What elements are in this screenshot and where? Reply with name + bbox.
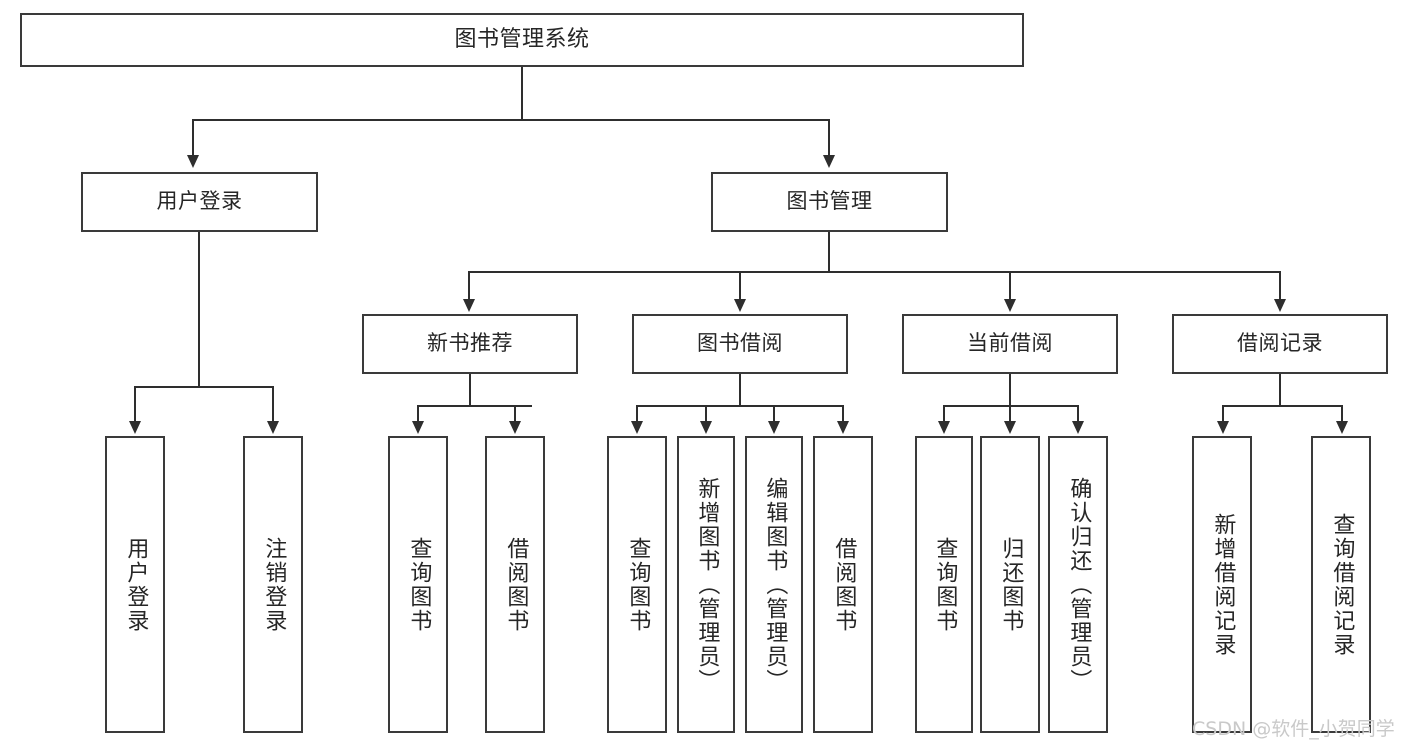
edge-current-borrow-to-leaf-1 [943,405,945,423]
edge-user-login-bus [134,386,272,388]
arrow-book-borrow-to-leaf-1 [631,421,643,434]
edge-book-manage-to-borrow-record [1279,271,1281,301]
edge-borrow-record-bus [1222,405,1342,407]
node-book-borrow[interactable]: 图书借阅 [632,314,848,374]
arrow-book-borrow-to-leaf-2 [700,421,712,434]
edge-book-borrow-to-leaf-3 [773,405,775,423]
node-leaf-add-record-label: 新增借阅记录 [1210,512,1236,657]
edge-book-manage-to-book-borrow [739,271,741,301]
edge-root-to-user-login [192,119,194,157]
edge-current-borrow-to-leaf-2 [1009,405,1011,423]
edge-borrow-record-to-leaf-1 [1222,405,1224,423]
node-new-book-recommend[interactable]: 新书推荐 [362,314,578,374]
arrow-new-book-to-leaf-2 [509,421,521,434]
edge-book-borrow-to-leaf-4 [842,405,844,423]
edge-user-login-stem [198,232,200,387]
node-leaf-logout-login-label: 注销登录 [261,536,287,633]
arrow-user-login-to-leaf-1 [129,421,141,434]
edge-new-book-to-leaf-1 [417,405,419,423]
node-root-system-label: 图书管理系统 [454,26,590,52]
edge-book-borrow-to-leaf-1 [636,405,638,423]
edge-new-book-to-leaf-2 [514,405,516,423]
edge-book-borrow-to-leaf-2 [705,405,707,423]
edge-user-login-to-leaf-2 [272,386,274,423]
edge-book-manage-to-new-book [468,271,470,301]
arrow-book-borrow-to-leaf-4 [837,421,849,434]
arrow-root-to-book-manage [823,155,835,168]
node-book-borrow-label: 图书借阅 [697,331,783,356]
edge-root-stem [521,67,523,120]
node-leaf-add-book-label: 新增图书（管理员） [694,476,720,693]
edge-user-login-to-leaf-1 [134,386,136,423]
arrow-current-borrow-to-leaf-2 [1004,421,1016,434]
edge-current-borrow-to-leaf-3 [1077,405,1079,423]
node-leaf-query-book-3[interactable]: 查询图书 [915,436,973,733]
node-leaf-return-book-label: 归还图书 [998,536,1024,633]
arrow-user-login-to-leaf-2 [267,421,279,434]
edge-current-borrow-stem [1009,374,1011,406]
edge-root-to-book-manage [828,119,830,157]
node-current-borrow-label: 当前借阅 [967,331,1053,356]
arrow-new-book-to-leaf-1 [412,421,424,434]
edge-borrow-record-stem [1279,374,1281,406]
edge-book-borrow-stem [739,374,741,406]
node-leaf-query-book-3-label: 查询图书 [932,536,958,633]
node-leaf-user-login-label: 用户登录 [123,536,149,633]
node-borrow-record[interactable]: 借阅记录 [1172,314,1388,374]
node-book-manage-label: 图书管理 [786,189,873,214]
arrow-current-borrow-to-leaf-3 [1072,421,1084,434]
node-new-book-recommend-label: 新书推荐 [427,331,513,356]
node-user-login[interactable]: 用户登录 [81,172,318,232]
edge-new-book-stem [469,374,471,406]
node-current-borrow[interactable]: 当前借阅 [902,314,1118,374]
edge-borrow-record-to-leaf-2 [1341,405,1343,423]
node-leaf-logout-login[interactable]: 注销登录 [243,436,303,733]
node-root-system[interactable]: 图书管理系统 [20,13,1024,67]
arrow-borrow-record-to-leaf-2 [1336,421,1348,434]
node-leaf-borrow-book-2-label: 借阅图书 [831,536,857,633]
arrow-book-manage-to-book-borrow [734,299,746,312]
node-leaf-return-book[interactable]: 归还图书 [980,436,1040,733]
node-leaf-query-book-2[interactable]: 查询图书 [607,436,667,733]
edge-root-bus [192,119,830,121]
node-leaf-query-book-1-label: 查询图书 [406,536,432,633]
arrow-book-manage-to-new-book [463,299,475,312]
node-leaf-query-record-label: 查询借阅记录 [1329,512,1355,657]
arrow-book-manage-to-current-borrow [1004,299,1016,312]
node-leaf-borrow-book-2[interactable]: 借阅图书 [813,436,873,733]
node-leaf-confirm-return[interactable]: 确认归还（管理员） [1048,436,1108,733]
node-borrow-record-label: 借阅记录 [1237,331,1323,356]
node-leaf-borrow-book-1-label: 借阅图书 [503,536,529,633]
edge-book-manage-to-current-borrow [1009,271,1011,301]
node-leaf-confirm-return-label: 确认归还（管理员） [1066,476,1092,693]
edge-new-book-bus [417,405,532,407]
edge-book-manage-stem [828,232,830,272]
node-book-manage[interactable]: 图书管理 [711,172,948,232]
node-leaf-query-book-1[interactable]: 查询图书 [388,436,448,733]
arrow-current-borrow-to-leaf-1 [938,421,950,434]
arrow-book-borrow-to-leaf-3 [768,421,780,434]
arrow-book-manage-to-borrow-record [1274,299,1286,312]
arrow-root-to-user-login [187,155,199,168]
csdn-watermark: CSDN @软件_小贺同学 [1192,718,1395,740]
node-leaf-add-book[interactable]: 新增图书（管理员） [677,436,735,733]
node-leaf-user-login[interactable]: 用户登录 [105,436,165,733]
node-user-login-label: 用户登录 [156,189,243,214]
node-leaf-borrow-book-1[interactable]: 借阅图书 [485,436,545,733]
node-leaf-query-record[interactable]: 查询借阅记录 [1311,436,1371,733]
node-leaf-edit-book[interactable]: 编辑图书（管理员） [745,436,803,733]
node-leaf-add-record[interactable]: 新增借阅记录 [1192,436,1252,733]
edge-book-borrow-bus [636,405,844,407]
node-leaf-edit-book-label: 编辑图书（管理员） [762,476,788,693]
edge-book-manage-bus [468,271,1280,273]
node-leaf-query-book-2-label: 查询图书 [625,536,651,633]
arrow-borrow-record-to-leaf-1 [1217,421,1229,434]
